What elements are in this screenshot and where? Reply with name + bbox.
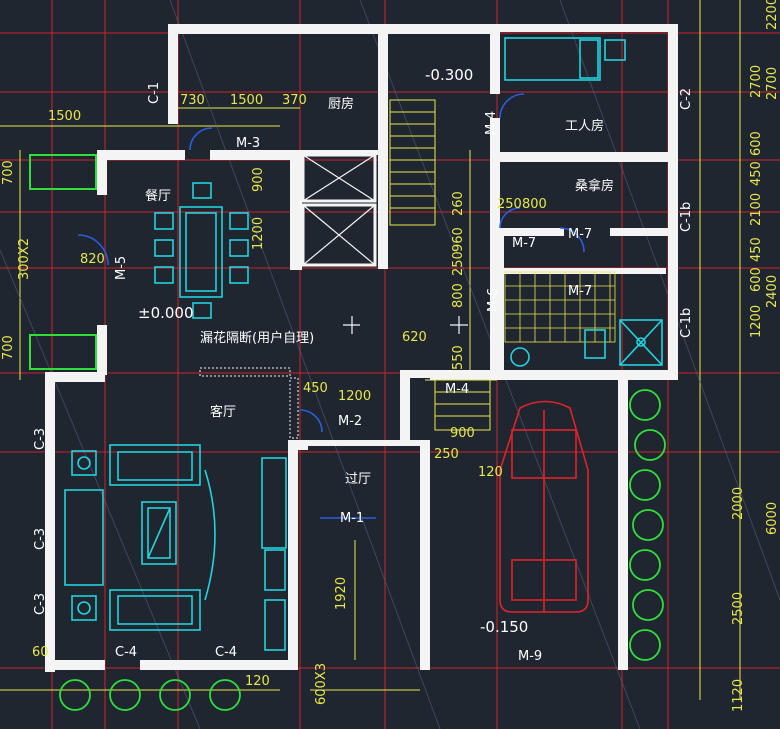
staircase [389,99,491,431]
window-c1b-a: C-1b [679,202,694,232]
dim-right-2500: 2500 [731,592,746,625]
door-m6: M-6 [486,288,501,312]
window-c4-a: C-4 [115,645,137,660]
dim-right-2200: 2200 [765,0,780,30]
dim-right-450-b: 450 [749,237,764,262]
door-m4-lower: M-4 [445,382,469,397]
room-hall: 过厅 [345,472,371,487]
door-m9: M-9 [518,649,542,664]
bathroom-tiles [504,271,616,343]
dim-260: 260 [451,191,466,216]
dim-right-1120: 1120 [731,679,746,712]
doors [77,93,585,519]
door-m7-c: M-7 [568,284,592,299]
room-worker: 工人房 [565,118,604,134]
door-m7-b: M-7 [568,227,592,242]
dim-1200-hall: 1200 [338,389,371,404]
dim-top-1500: 1500 [230,93,263,108]
door-m3: M-3 [236,136,260,151]
partition-screen [199,367,299,439]
dim-right-2700: 2700 [749,65,764,98]
level-ground: ±0.000 [138,304,194,322]
dim-900-hall: 900 [450,426,475,441]
furniture [64,37,663,651]
dim-left-700-b: 700 [1,335,16,360]
window-c2: C-2 [679,88,694,110]
window-c1b-b: C-1b [679,308,694,338]
window-c3-a: C-3 [33,428,48,450]
level-upper: -0.300 [425,66,473,84]
dim-800-stair: 800 [451,283,466,308]
door-m1: M-1 [340,511,364,526]
room-living: 客厅 [210,404,236,420]
axis-markers [343,316,468,334]
door-m2: M-2 [338,414,362,429]
dim-250-hall: 250 [434,447,459,462]
dim-120-bottom: 120 [245,674,270,689]
dim-left-700-a: 700 [1,160,16,185]
dim-620: 620 [402,330,427,345]
shaft-boxes [301,153,377,267]
dim-820: 820 [80,252,105,267]
window-c3-b: C-3 [33,528,48,550]
dim-right-2400: 2400 [765,275,780,308]
dim-right-600-a: 600 [749,131,764,156]
dim-900-dining: 900 [251,167,266,192]
level-garage: -0.150 [480,618,528,636]
dim-right-2100: 2100 [749,193,764,226]
room-dining: 餐厅 [145,188,171,204]
dim-right-6000: 6000 [765,502,780,535]
dim-1200-dining: 1200 [251,217,266,250]
dim-600x3: 600X3 [314,663,329,705]
dim-right-450-a: 450 [749,161,764,186]
dim-300x2: 300X2 [17,238,32,280]
door-m5: M-5 [114,256,129,280]
room-sauna: 桑拿房 [575,178,614,194]
dim-120-garage: 120 [478,465,503,480]
dim-960: 960 [451,227,466,252]
dim-top-1500-left: 1500 [48,109,81,124]
trees [29,154,666,711]
dim-right-2700-outer: 2700 [765,67,780,100]
dim-250-sauna: 250 [497,197,522,212]
dim-450: 450 [303,381,328,396]
partition-label: 漏花隔断(用户自理) [200,330,314,346]
window-c1: C-1 [147,82,162,104]
dim-right-600-b: 600 [749,267,764,292]
room-kitchen: 厨房 [328,96,354,112]
dim-top-730: 730 [180,93,205,108]
window-c3-c: C-3 [33,593,48,615]
dim-right-1200: 1200 [749,305,764,338]
door-m7-a: M-7 [512,236,536,251]
dim-top-370: 370 [282,93,307,108]
window-c4-b: C-4 [215,645,237,660]
dim-right-2000: 2000 [731,487,746,520]
door-m4-upper: M-4 [484,111,499,135]
dim-550: 550 [451,345,466,370]
dim-60: 60 [32,645,49,660]
dim-250-stair: 250 [451,251,466,276]
walls [45,24,678,672]
dim-800-sauna: 800 [522,197,547,212]
car [499,400,589,613]
dim-1920: 1920 [334,577,349,610]
